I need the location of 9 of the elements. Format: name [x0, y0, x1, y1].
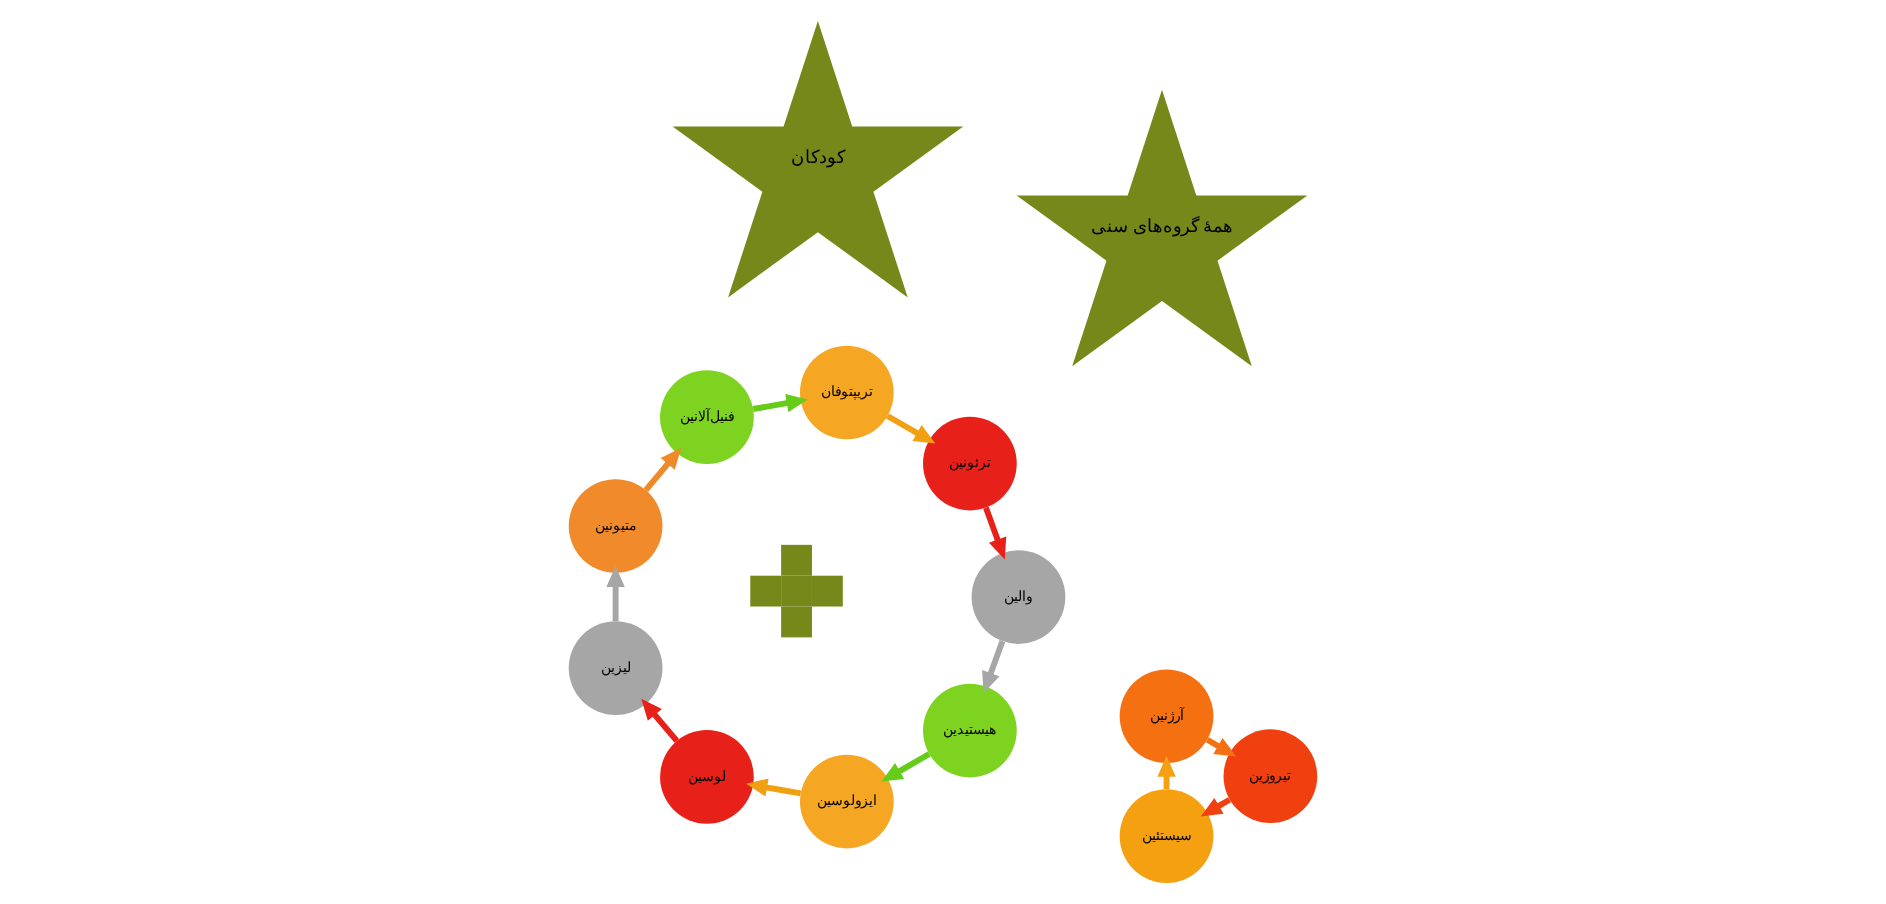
- arrow: [881, 751, 931, 782]
- arrow: [752, 394, 808, 413]
- arrow: [983, 506, 1007, 560]
- arrow: [982, 640, 1006, 693]
- arrow: [746, 778, 802, 797]
- arrow: [606, 565, 625, 622]
- arrow: [643, 447, 682, 492]
- arrow: [641, 698, 680, 743]
- arrow: [886, 413, 936, 444]
